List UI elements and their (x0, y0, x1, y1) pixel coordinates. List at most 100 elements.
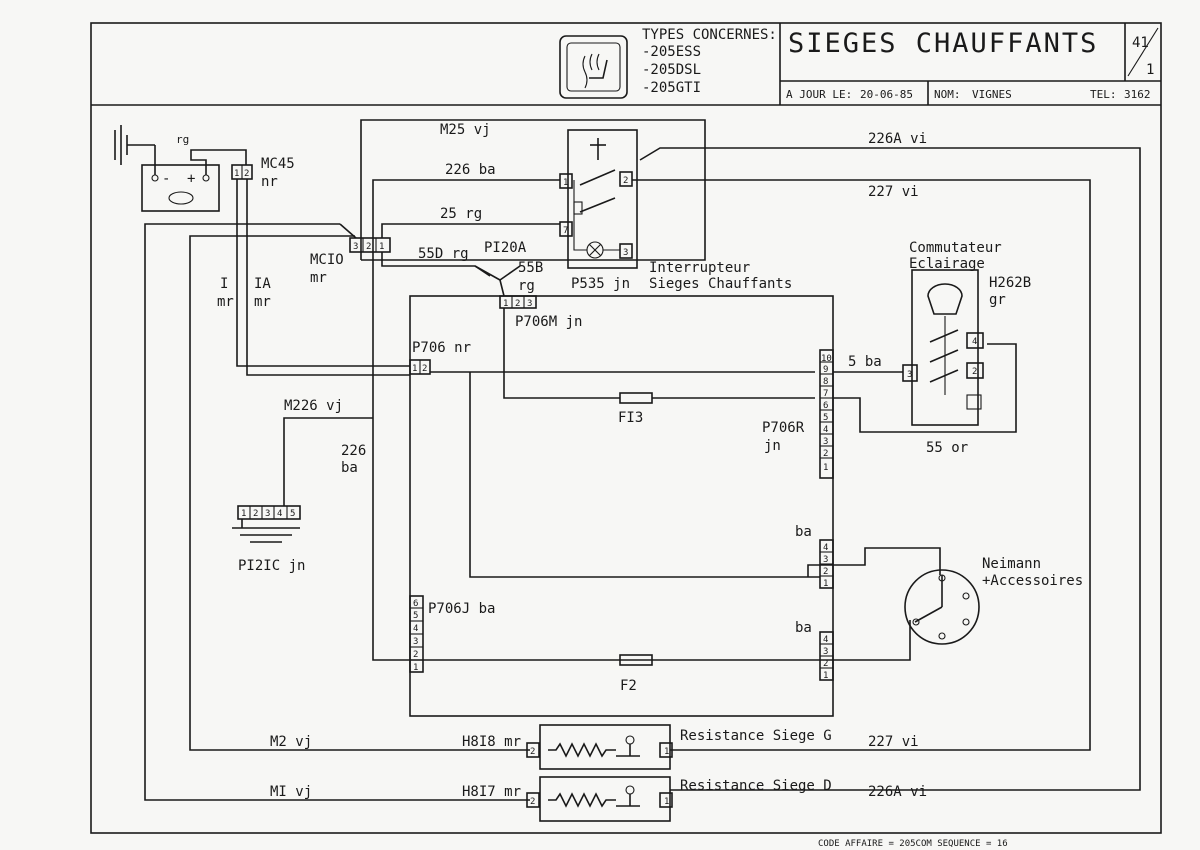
wire-label-226-vertical: 226 (341, 443, 366, 459)
p706r-pin-7: 7 (823, 389, 828, 399)
wire-harness-to-p706r-lower (469, 372, 820, 578)
p706r-pin-6: 6 (823, 401, 828, 411)
wire-label-1a-color: mr (254, 294, 271, 310)
tel-value: 3162 (1124, 88, 1151, 101)
mc10-pin-1: 1 (379, 242, 384, 252)
p535-pin-1: 1 (563, 178, 568, 188)
wire-label-m2: M2 vj (270, 734, 312, 750)
wire-m25-outline (360, 119, 706, 261)
p706-pin-1: 1 (412, 364, 417, 374)
h817-pin-1: 1 (664, 797, 669, 807)
wire-label-5-ba: 5 ba (848, 354, 882, 370)
p706j-pin-5: 5 (413, 611, 418, 621)
label-h817: H8I7 mr (462, 784, 521, 800)
type-205ess: -205ESS (642, 44, 701, 60)
p706r-pin-9: 9 (823, 365, 828, 375)
battery-plus: + (187, 171, 195, 187)
ba-upper-pin-1: 1 (823, 579, 828, 589)
wire-m226-vj (283, 417, 373, 506)
date-label: A JOUR LE: (786, 88, 852, 101)
p706r-pin-1: 1 (823, 463, 828, 473)
date-value: 20-06-85 (860, 88, 913, 101)
wire-label-55d: 55D rg (418, 246, 469, 262)
label-sieges-chauffants: Sieges Chauffants (649, 276, 792, 292)
wire-label-ba-upper: ba (795, 524, 812, 540)
label-resistance-d: Resistance Siege D (680, 778, 832, 794)
h262b-pin-4: 4 (972, 337, 977, 347)
switch-p535-internals (573, 138, 620, 259)
sheet-number-slash (1127, 27, 1159, 77)
name-value: VIGNES (972, 88, 1012, 101)
page-title: SIEGES CHAUFFANTS (788, 28, 1098, 59)
label-f13: FI3 (618, 410, 643, 426)
p706m-pin-3: 3 (527, 299, 532, 309)
wire-label-rg-battery: rg (176, 133, 189, 146)
p706r-pin-3: 3 (823, 437, 828, 447)
wire-label-55-or: 55 or (926, 440, 968, 456)
fuse-f13 (619, 392, 653, 404)
type-205gti: -205GTI (642, 80, 701, 96)
ba-lower-pin-4: 4 (823, 635, 828, 645)
wire-1a-mr (246, 179, 410, 376)
sheet-number-bottom: 1 (1146, 62, 1154, 78)
mc45-pin-2: 2 (244, 169, 249, 179)
wire-25-rg (381, 223, 560, 238)
label-commutateur: Commutateur (909, 240, 1002, 256)
wire-227-vi-top (632, 179, 1091, 751)
type-205dsl: -205DSL (642, 62, 701, 78)
label-accessoires: +Accessoires (982, 573, 1083, 589)
wire-55-or (833, 343, 1017, 433)
wire-label-1-color: mr (217, 294, 234, 310)
label-h262b-color: gr (989, 292, 1006, 308)
switch-p535 (567, 129, 638, 269)
tel-label: TEL: (1090, 88, 1117, 101)
label-p706r: P706R (762, 420, 805, 436)
ignition-switch-neimann (904, 569, 980, 645)
switch-h262b-internals (927, 283, 982, 410)
label-p706j: P706J ba (428, 601, 495, 617)
wire-label-55b-color: rg (518, 278, 535, 294)
harness-block (409, 295, 834, 717)
h262b-pin-2: 2 (972, 367, 977, 377)
wire-1-mr (236, 179, 410, 367)
wire-m1-vj (144, 223, 530, 801)
wire-label-227-bottom: 227 vi (868, 734, 919, 750)
wire-label-m25: M25 vj (440, 122, 491, 138)
label-f2: F2 (620, 678, 637, 694)
p535-pin-3: 3 (623, 248, 628, 258)
mc45-pin-1: 1 (234, 169, 239, 179)
connector-p706m (499, 295, 537, 309)
p121c-pin-2: 2 (253, 509, 258, 519)
wire-to-neimann-upper (807, 547, 941, 577)
label-mc10-color: mr (310, 270, 327, 286)
ground-symbol-battery (114, 125, 156, 175)
ba-lower-pin-1: 1 (823, 671, 828, 681)
wire-label-55b: 55B (518, 260, 543, 276)
label-mc45-color: nr (261, 174, 278, 190)
wire-label-ba-lower: ba (795, 620, 812, 636)
footer-code: CODE AFFAIRE = 205COM SEQUENCE = 16 (818, 839, 1008, 849)
p535-pin-2: 2 (623, 176, 628, 186)
label-resistance-g: Resistance Siege G (680, 728, 832, 744)
wire-55b-to-f13 (503, 308, 620, 399)
connector-mc10 (349, 237, 391, 253)
wire-label-226a-top: 226A vi (868, 131, 927, 147)
ground-symbol-p121c (232, 519, 300, 543)
p706r-pin-2: 2 (823, 449, 828, 459)
p706r-pin-4: 4 (823, 425, 828, 435)
p706r-pin-10: 10 (821, 354, 832, 364)
p121c-pin-1: 1 (241, 509, 246, 519)
p706j-pin-3: 3 (413, 637, 418, 647)
wire-label-1: I (220, 276, 228, 292)
label-eclairage: Eclairage (909, 256, 985, 272)
ba-upper-pin-4: 4 (823, 543, 828, 553)
ba-upper-pin-2: 2 (823, 567, 828, 577)
label-p120a: PI20A (484, 240, 527, 256)
resistance-siege-g (526, 724, 673, 770)
ground-block-p121c (237, 505, 301, 520)
battery: - + (141, 164, 220, 212)
p121c-pin-3: 3 (265, 509, 270, 519)
wire-label-m226: M226 vj (284, 398, 343, 414)
label-interrupteur: Interrupteur (649, 260, 750, 276)
